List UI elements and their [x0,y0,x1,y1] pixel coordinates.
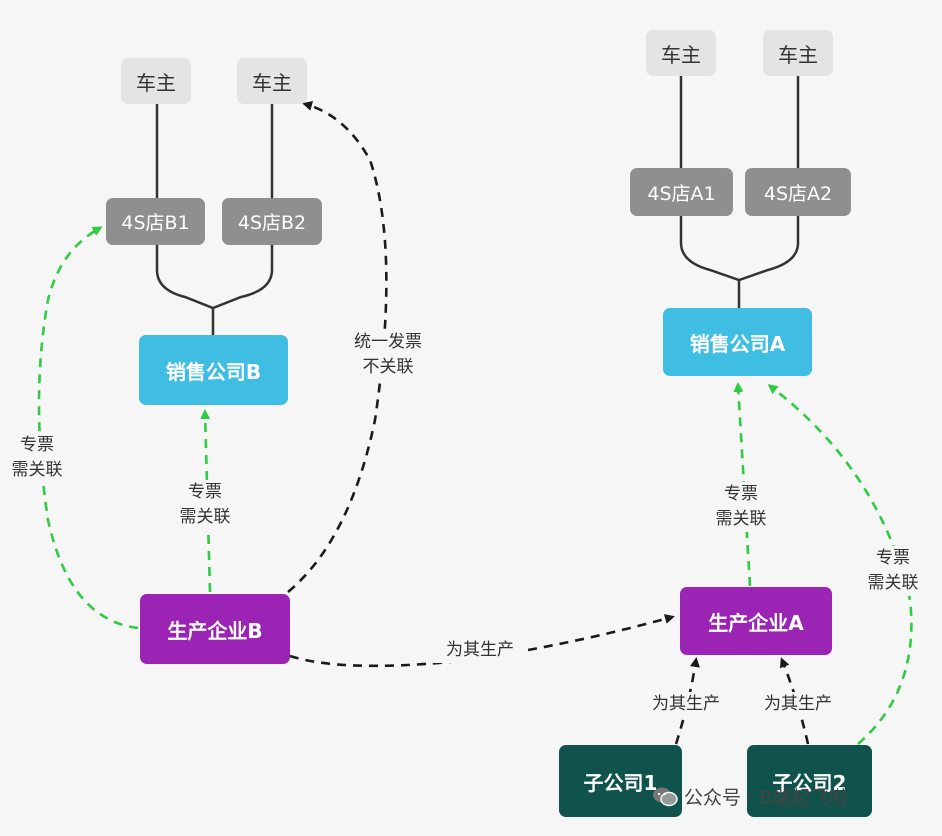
label-line-1: 为其生产 [446,640,514,660]
sales-company-b: 销售公司B [139,335,288,405]
label-line-1: 专票 [724,484,758,504]
label-line-1: 为其生产 [764,694,832,714]
label-sub1-to-prod-a: 为其生产 [638,692,734,717]
owner-node-a1: 车主 [646,30,716,76]
arrow-sub2-to-sales-a [767,384,913,745]
sales-company-a: 销售公司A [663,308,812,376]
arrow-prod-b-to-store-b1 [37,226,139,630]
production-enterprise-a: 生产企业A [680,587,832,655]
production-enterprise-b: 生产企业B [140,594,290,664]
subsidiary-1: 子公司1 [559,745,682,817]
label-prod-a-to-sales-a: 专票 需关联 [706,482,776,532]
arrow-sub2-to-prod-a [779,657,810,745]
label-line-2: 需关联 [11,460,63,480]
store-node-a2: 4S店A2 [745,168,851,216]
label-prod-b-to-owner: 统一发票 不关联 [340,330,436,380]
owner-node-b2: 车主 [237,58,307,104]
owner-node-a2: 车主 [763,30,833,76]
label-line-2: 需关联 [715,509,767,529]
store-node-b1: 4S店B1 [106,198,205,245]
watermark-text: 公众号 · B端起飞啦 [684,787,849,809]
label-prod-b-to-store-b1: 专票 需关联 [2,433,72,483]
arrow-sub1-to-prod-a [674,657,700,745]
line-stores-a-sales-a [679,216,800,308]
label-sub2-to-sales-a: 专票 需关联 [858,546,928,596]
subsidiary-2: 子公司2 [747,745,872,817]
label-prod-b-to-prod-a: 为其生产 [432,638,528,663]
label-line-2: 需关联 [867,573,919,593]
label-line-1: 专票 [188,482,222,502]
label-line-2: 不关联 [362,357,414,377]
label-line-1: 为其生产 [652,694,720,714]
wechat-icon [653,787,678,806]
line-stores-b-sales-b [155,245,274,335]
label-line-1: 专票 [20,435,54,455]
arrow-prod-b-to-sales-b [200,409,212,593]
store-node-a1: 4S店A1 [630,168,733,216]
watermark: 公众号 · B端起飞啦 [652,783,848,810]
label-prod-b-to-sales-b: 专票 需关联 [170,480,240,530]
owner-node-b1: 车主 [121,58,191,104]
label-line-1: 统一发票 [354,332,422,352]
arrow-prod-b-to-owner-b2 [287,101,388,593]
store-node-b2: 4S店B2 [222,198,322,245]
label-line-2: 需关联 [179,507,231,527]
label-line-1: 专票 [876,548,910,568]
label-sub2-to-prod-a: 为其生产 [750,692,846,717]
